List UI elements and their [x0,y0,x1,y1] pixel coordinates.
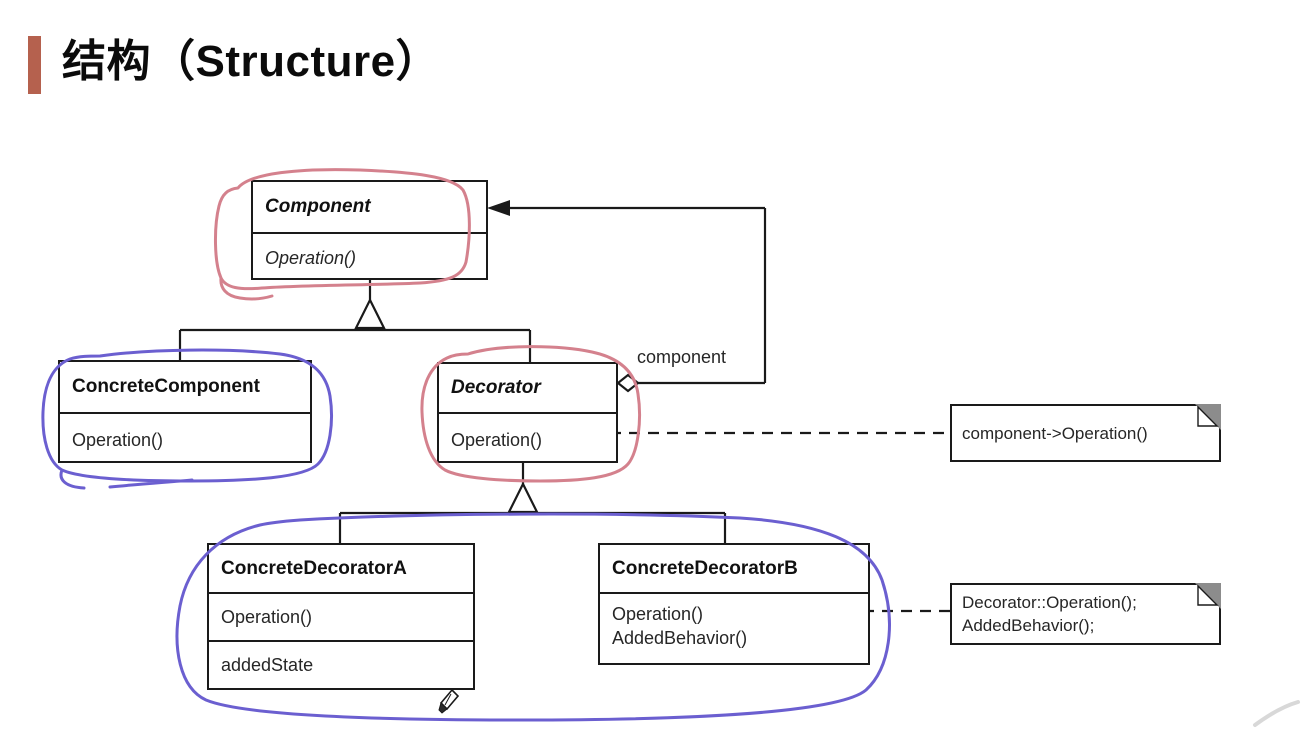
note-text-line: Decorator::Operation(); [962,593,1137,612]
class-name-label: ConcreteDecoratorB [612,557,798,579]
uml-note-concrete-decorator-b-operation[interactable]: Decorator::Operation(); AddedBehavior(); [950,583,1221,645]
note-text-line: AddedBehavior(); [962,616,1095,635]
uml-class-decorator[interactable]: Decorator Operation() [437,362,618,463]
aggregation-diamond [616,373,640,393]
class-name-compartment: ConcreteDecoratorB [600,545,868,592]
class-member-label: Operation() [72,429,164,450]
class-name-compartment: Decorator [439,364,616,412]
association-arrowhead-component [487,200,510,216]
class-member-label: AddedBehavior() [612,628,748,648]
slide-header: 结构（Structure） [0,0,1309,130]
class-operations-compartment: Operation() [253,232,486,282]
note-fold-corner-icon [1195,404,1221,430]
class-name-label: Component [265,196,371,217]
class-name-label: ConcreteDecoratorA [221,557,407,579]
class-name-label: Decorator [451,377,541,398]
title-accent-bar [28,36,41,94]
class-operations-compartment: Operation() [209,592,473,640]
uml-note-decorator-operation[interactable]: component->Operation() [950,404,1221,462]
page-title: 结构（Structure） [62,37,441,86]
class-name-compartment: Component [253,182,486,232]
class-attributes-compartment: addedState [209,640,473,688]
uml-class-concrete-decorator-b[interactable]: ConcreteDecoratorB Operation() AddedBeha… [598,543,870,665]
uml-class-concrete-decorator-a[interactable]: ConcreteDecoratorA Operation() addedStat… [207,543,475,690]
association-role-label-component: component [637,347,727,367]
class-name-compartment: ConcreteComponent [60,362,310,412]
generalization-triangle-component [354,297,386,330]
class-member-label: Operation() [265,248,357,268]
class-name-label: ConcreteComponent [72,376,260,397]
class-name-compartment: ConcreteDecoratorA [209,545,473,592]
uml-class-concrete-component[interactable]: ConcreteComponent Operation() [58,360,312,463]
generalization-triangle-decorator [507,481,539,514]
note-text-line: component->Operation() [962,423,1148,443]
class-operations-compartment: Operation() [439,412,616,465]
class-member-label: Operation() [451,429,543,450]
class-member-label: addedState [221,655,314,675]
class-member-label: Operation() [612,604,704,624]
pen-cursor-icon [438,688,460,714]
class-operations-compartment: Operation() AddedBehavior() [600,592,868,663]
uml-class-component[interactable]: Component Operation() [251,180,488,280]
note-fold-corner-icon [1195,583,1221,609]
class-member-label: Operation() [221,607,313,627]
class-operations-compartment: Operation() [60,412,310,465]
